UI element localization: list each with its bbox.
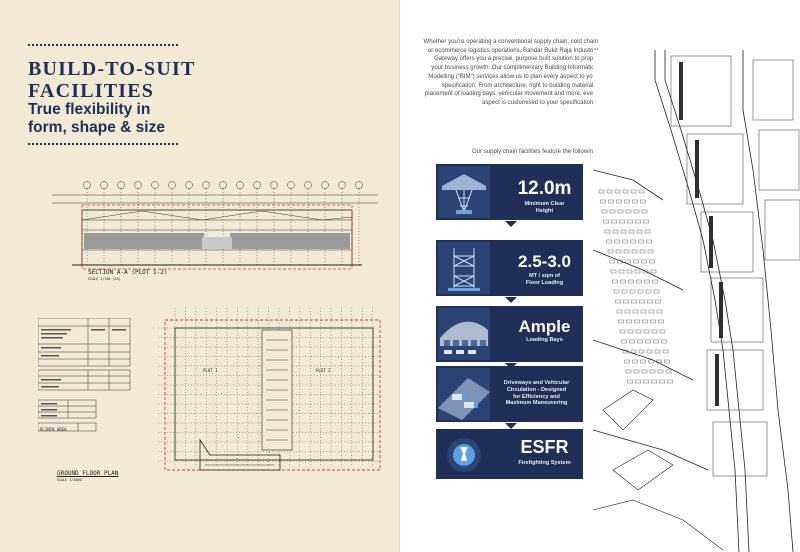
dotted-rule-bottom [28,143,178,145]
feature-loading-bays: Ample Loading Bays [436,306,583,362]
feature-1-caption: Minimum Clear Height [508,201,581,215]
title-line-1: BUILD-TO-SUIT [28,58,196,80]
connector-arrow-1 [505,221,517,227]
feature-5-caption: Firefighting System [518,460,571,466]
feature-3-value: Ample [518,317,571,336]
feature-2-caption: MT / sqm of Floor Loading [508,273,581,287]
feature-4-caption-line-4: Maximum Maneuvering [505,400,568,407]
ground-floor-scale: SCALE 1/1000 [57,478,82,482]
feature-4-caption-line-3: for Efficiency and [513,393,560,400]
area-schedule-tables [38,318,131,432]
dotted-rule-top [28,44,178,46]
trucks-icon [438,368,490,420]
feature-2-value: 2.5-3.0 [518,252,571,271]
ground-floor-plan-drawing [158,308,381,471]
feature-2-caption-line-2: Floor Loading [525,279,564,286]
feature-5-value: ESFR [520,437,569,457]
feature-1-value: 12.0m [517,178,572,199]
section-elevation-drawing [52,181,378,270]
ground-floor-label: GROUND FLOOR PLAN SCALE 1/1000 [57,470,118,482]
features-lead: Our supply chain facilities feature the … [471,149,598,155]
section-label: SECTION A-A (PLOT 1-2) SCALE 1/700 (A3) [88,269,167,281]
subtitle-line-2: form, shape & size [28,119,165,136]
tower-icon [438,166,490,218]
site-plan-map [593,50,800,552]
feature-2-caption-line-1: MT / sqm of [528,273,561,279]
feature-4-caption: Driveways and Vehicular Circulation - De… [492,380,581,407]
plot-1-label: PLOT 1 [203,368,218,373]
racking-icon [438,242,490,294]
left-page: BUILD-TO-SUIT FACILITIES True flexibilit… [28,44,381,482]
feature-clear-height: 12.0m Minimum Clear Height [436,164,583,220]
connector-arrow-2 [505,297,517,303]
feature-4-caption-line-2: Circulation - Designed [506,386,567,393]
feature-esfr: ESFR Firefighting System [436,429,583,479]
sprinkler-icon [438,431,490,477]
plot-2-label: PLOT 2 [316,368,331,373]
title-line-2: FACILITIES [28,80,155,102]
feature-1-caption-line-2: Height [535,207,554,214]
feature-4-caption-line-1: Driveways and Vehicular [503,380,570,386]
section-scale: SCALE 1/700 (A3) [88,277,121,281]
loading-bay-icon [438,308,490,360]
feature-driveways: Driveways and Vehicular Circulation - De… [436,366,583,422]
page-title: BUILD-TO-SUIT FACILITIES [28,58,196,102]
feature-floor-loading: 2.5-3.0 MT / sqm of Floor Loading [436,240,583,296]
subtitle-line-1: True flexibility in [28,101,151,118]
intro-paragraph: Whether you’re operating a conventional … [423,39,598,106]
plinth-area-label: PLINTH AREA [40,427,67,432]
ground-floor-title: GROUND FLOOR PLAN [57,470,119,477]
page-subtitle: True flexibility in form, shape & size [28,101,165,137]
feature-3-caption: Loading Bays [526,337,563,343]
connector-arrow-4 [505,423,517,429]
feature-1-caption-line-1: Minimum Clear [524,201,565,207]
section-title: SECTION A-A (PLOT 1-2) [88,269,168,276]
